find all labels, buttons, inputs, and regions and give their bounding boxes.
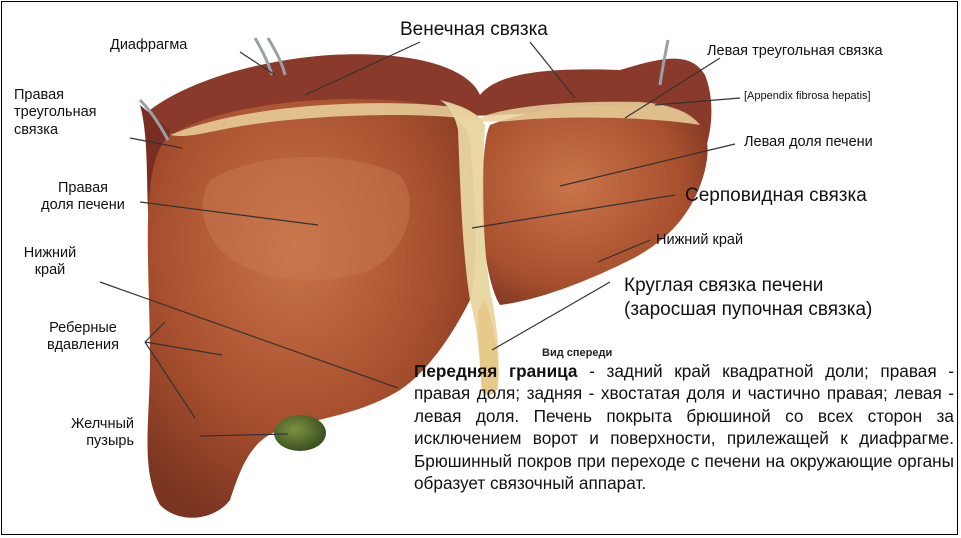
label-view-front: Вид спереди bbox=[542, 347, 612, 359]
label-left-lobe: Левая доля печени bbox=[744, 134, 873, 151]
label-diaphragm: Диафрагма bbox=[110, 37, 187, 54]
gallbladder-shape bbox=[274, 415, 326, 451]
label-round-ligament: Круглая связка печени (заросшая пупочная… bbox=[624, 274, 872, 322]
label-inferior-border-right: Нижний край bbox=[14, 245, 86, 280]
description-text: Передняя граница - задний край квадратно… bbox=[414, 360, 954, 494]
description-bold: Передняя граница bbox=[414, 361, 577, 381]
label-appendix-fibrosa: [Appendix fibrosa hepatis] bbox=[744, 90, 871, 103]
label-gallbladder: Желчный пузырь bbox=[42, 416, 134, 451]
label-coronary-ligament: Венечная связка bbox=[400, 18, 548, 42]
label-right-triangular-ligament: Правая треугольная связка bbox=[14, 87, 97, 139]
label-right-lobe: Правая доля печени bbox=[35, 180, 131, 215]
label-costal-impressions: Реберные вдавления bbox=[34, 320, 132, 355]
label-left-triangular-ligament: Левая треугольная связка bbox=[707, 43, 883, 60]
label-falciform-ligament: Серповидная связка bbox=[685, 184, 867, 208]
label-inferior-border-left: Нижний край bbox=[656, 232, 743, 249]
